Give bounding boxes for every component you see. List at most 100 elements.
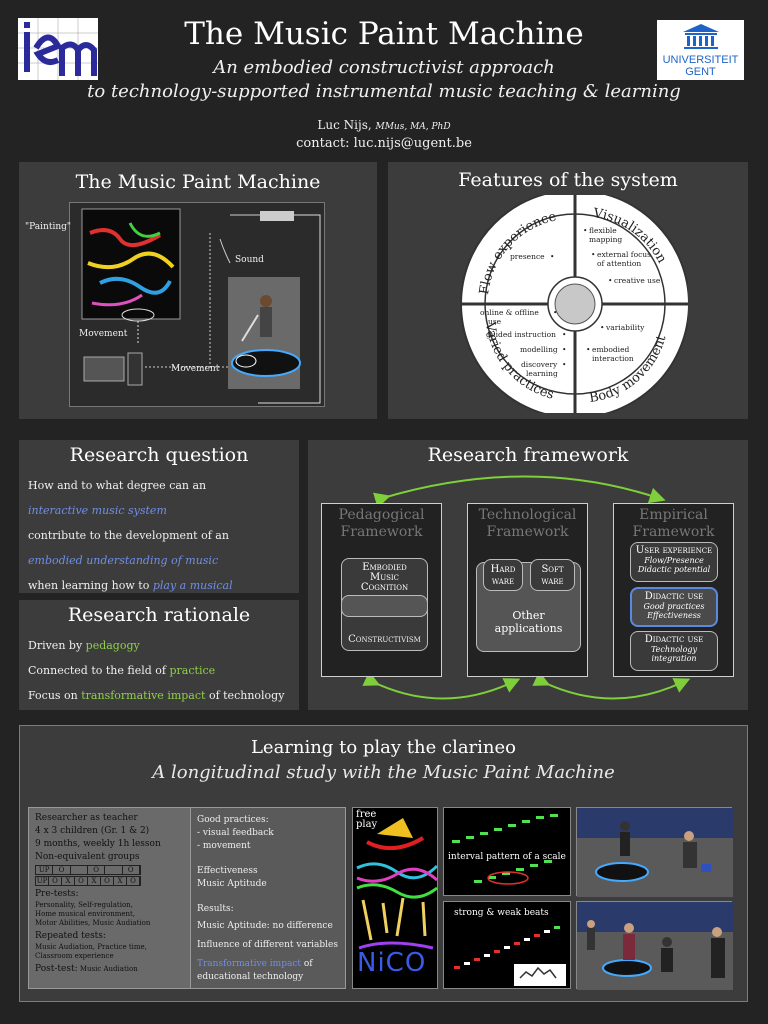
ugent-line1: UNIVERSITEIT: [662, 54, 739, 66]
discovery-item: discovery: [521, 360, 558, 369]
research-framework-title: Research framework: [427, 444, 629, 466]
svg-text:•: •: [591, 250, 595, 259]
study-design-box: Researcher as teacher 4 x 3 children (Gr…: [28, 807, 202, 989]
svg-text:interaction: interaction: [592, 354, 634, 363]
clarineo-title: Learning to play the clarineo: [250, 737, 517, 758]
svg-text:learning: learning: [526, 369, 558, 378]
design-table-cell: [105, 866, 123, 874]
svg-text:•: •: [562, 345, 566, 354]
svg-text:of attention: of attention: [597, 259, 641, 268]
clarineo-subtitle: A longitudinal study with the Music Pain…: [152, 762, 615, 783]
variability-item: variability: [605, 323, 645, 332]
strong-weak-label: strong & weak beats: [454, 908, 549, 918]
research-question-title: Research question: [69, 444, 249, 466]
svg-text:•: •: [562, 360, 566, 369]
rr-line-2: Connected to the field of practice: [28, 664, 216, 677]
mpm-title: The Music Paint Machine: [75, 171, 321, 193]
ipem-logo: [18, 18, 98, 80]
rq-line-3: contribute to the development of an: [28, 529, 229, 542]
nico-label: NiCO: [357, 948, 427, 978]
modelling-item: modelling: [520, 345, 558, 354]
scale-notes-drawing: [452, 814, 558, 885]
research-question-panel: Research question How and to what degree…: [19, 440, 299, 617]
middle-box: [341, 595, 428, 617]
design-table-cell: O: [123, 866, 140, 874]
research-rationale-title: Research rationale: [67, 604, 251, 626]
design-table-cell: [71, 866, 88, 874]
framework-arrows: [362, 475, 691, 700]
rq-line-2: interactive music system: [28, 504, 167, 517]
guided-instruction-item: guided instruction: [486, 330, 556, 339]
user-experience-box: User experience Flow/Presence Didactic p…: [630, 542, 718, 582]
features-wheel: Flow experience Visualization Varied pra…: [460, 195, 688, 413]
classroom-photo-2: [576, 901, 733, 990]
strong-weak-beats-screenshot: strong & weak beats: [443, 901, 571, 989]
embodied-interaction-item: embodied: [592, 345, 630, 354]
movement-label-2: Movement: [171, 364, 220, 374]
design-table-cell: O: [88, 866, 106, 874]
features-title: Features of the system: [458, 169, 678, 191]
rq-line-4: embodied understanding of music: [28, 554, 219, 567]
interval-label: interval pattern of a scale: [448, 852, 566, 862]
author-name: Luc Nijs,: [317, 118, 372, 132]
mpm-panel: The Music Paint Machine: [19, 162, 377, 419]
painting-label: "Painting": [25, 222, 72, 232]
university-building-icon: [682, 24, 719, 49]
poster-title: The Music Paint Machine: [184, 16, 584, 52]
classroom-photo-1: [576, 807, 733, 897]
beats-drawing: [454, 926, 566, 986]
svg-text:•: •: [583, 226, 587, 235]
design-table-cell: X: [88, 877, 101, 885]
ugent-line2: GENT: [685, 66, 716, 78]
online-offline-item: online & offline: [480, 308, 539, 317]
svg-text:•: •: [553, 308, 557, 317]
svg-text:•: •: [586, 345, 590, 354]
rr-line-3: Focus on transformative impact of techno…: [28, 689, 285, 702]
svg-text:•: •: [608, 276, 612, 285]
poster-subtitle-2: to technology-supported instrumental mus…: [87, 81, 681, 102]
svg-text:use: use: [488, 317, 502, 326]
external-focus-item: external focus: [597, 250, 651, 259]
svg-text:•: •: [562, 330, 566, 339]
design-table-cell: O: [101, 877, 114, 885]
design-table-cell: O: [49, 877, 62, 885]
ugent-logo: UNIVERSITEIT GENT: [657, 20, 744, 80]
design-table-cell: UP: [36, 866, 54, 874]
author: Luc Nijs, MMus, MA, PhD: [184, 118, 584, 132]
didactic-use-box-1: Didactic use Good practices Effectivenes…: [630, 587, 718, 627]
rq-line-1: How and to what degree can an: [28, 479, 207, 492]
research-rationale-panel: Research rationale Driven by pedagogy Co…: [19, 600, 299, 710]
movement-label-1: Movement: [79, 329, 128, 339]
svg-text:mapping: mapping: [589, 235, 622, 244]
poster-subtitle-1: An embodied constructivist approach: [213, 57, 555, 78]
contact: contact: luc.nijs@ugent.be: [296, 136, 472, 151]
svg-text:•: •: [600, 323, 604, 332]
presence-item: presence: [510, 252, 545, 261]
design-table-cell: O: [75, 877, 88, 885]
interval-pattern-screenshot: interval pattern of a scale: [443, 807, 571, 896]
design-table-cell: UP: [36, 877, 49, 885]
constructivism-label: Constructivism: [348, 634, 421, 645]
design-table-cell: X: [114, 877, 127, 885]
sound-label: Sound: [235, 255, 264, 265]
author-degrees: MMus, MA, PhD: [375, 122, 451, 132]
creative-use-item: creative use: [614, 276, 661, 285]
clarineo-panel: Learning to play the clarineo A longitud…: [19, 725, 748, 1002]
didactic-use-box-2: Didactic use Technology integration: [630, 631, 718, 671]
svg-text:•: •: [550, 252, 554, 261]
flexible-item: flexible: [589, 226, 617, 235]
features-panel: Features of the system Flow experience V…: [388, 162, 748, 419]
